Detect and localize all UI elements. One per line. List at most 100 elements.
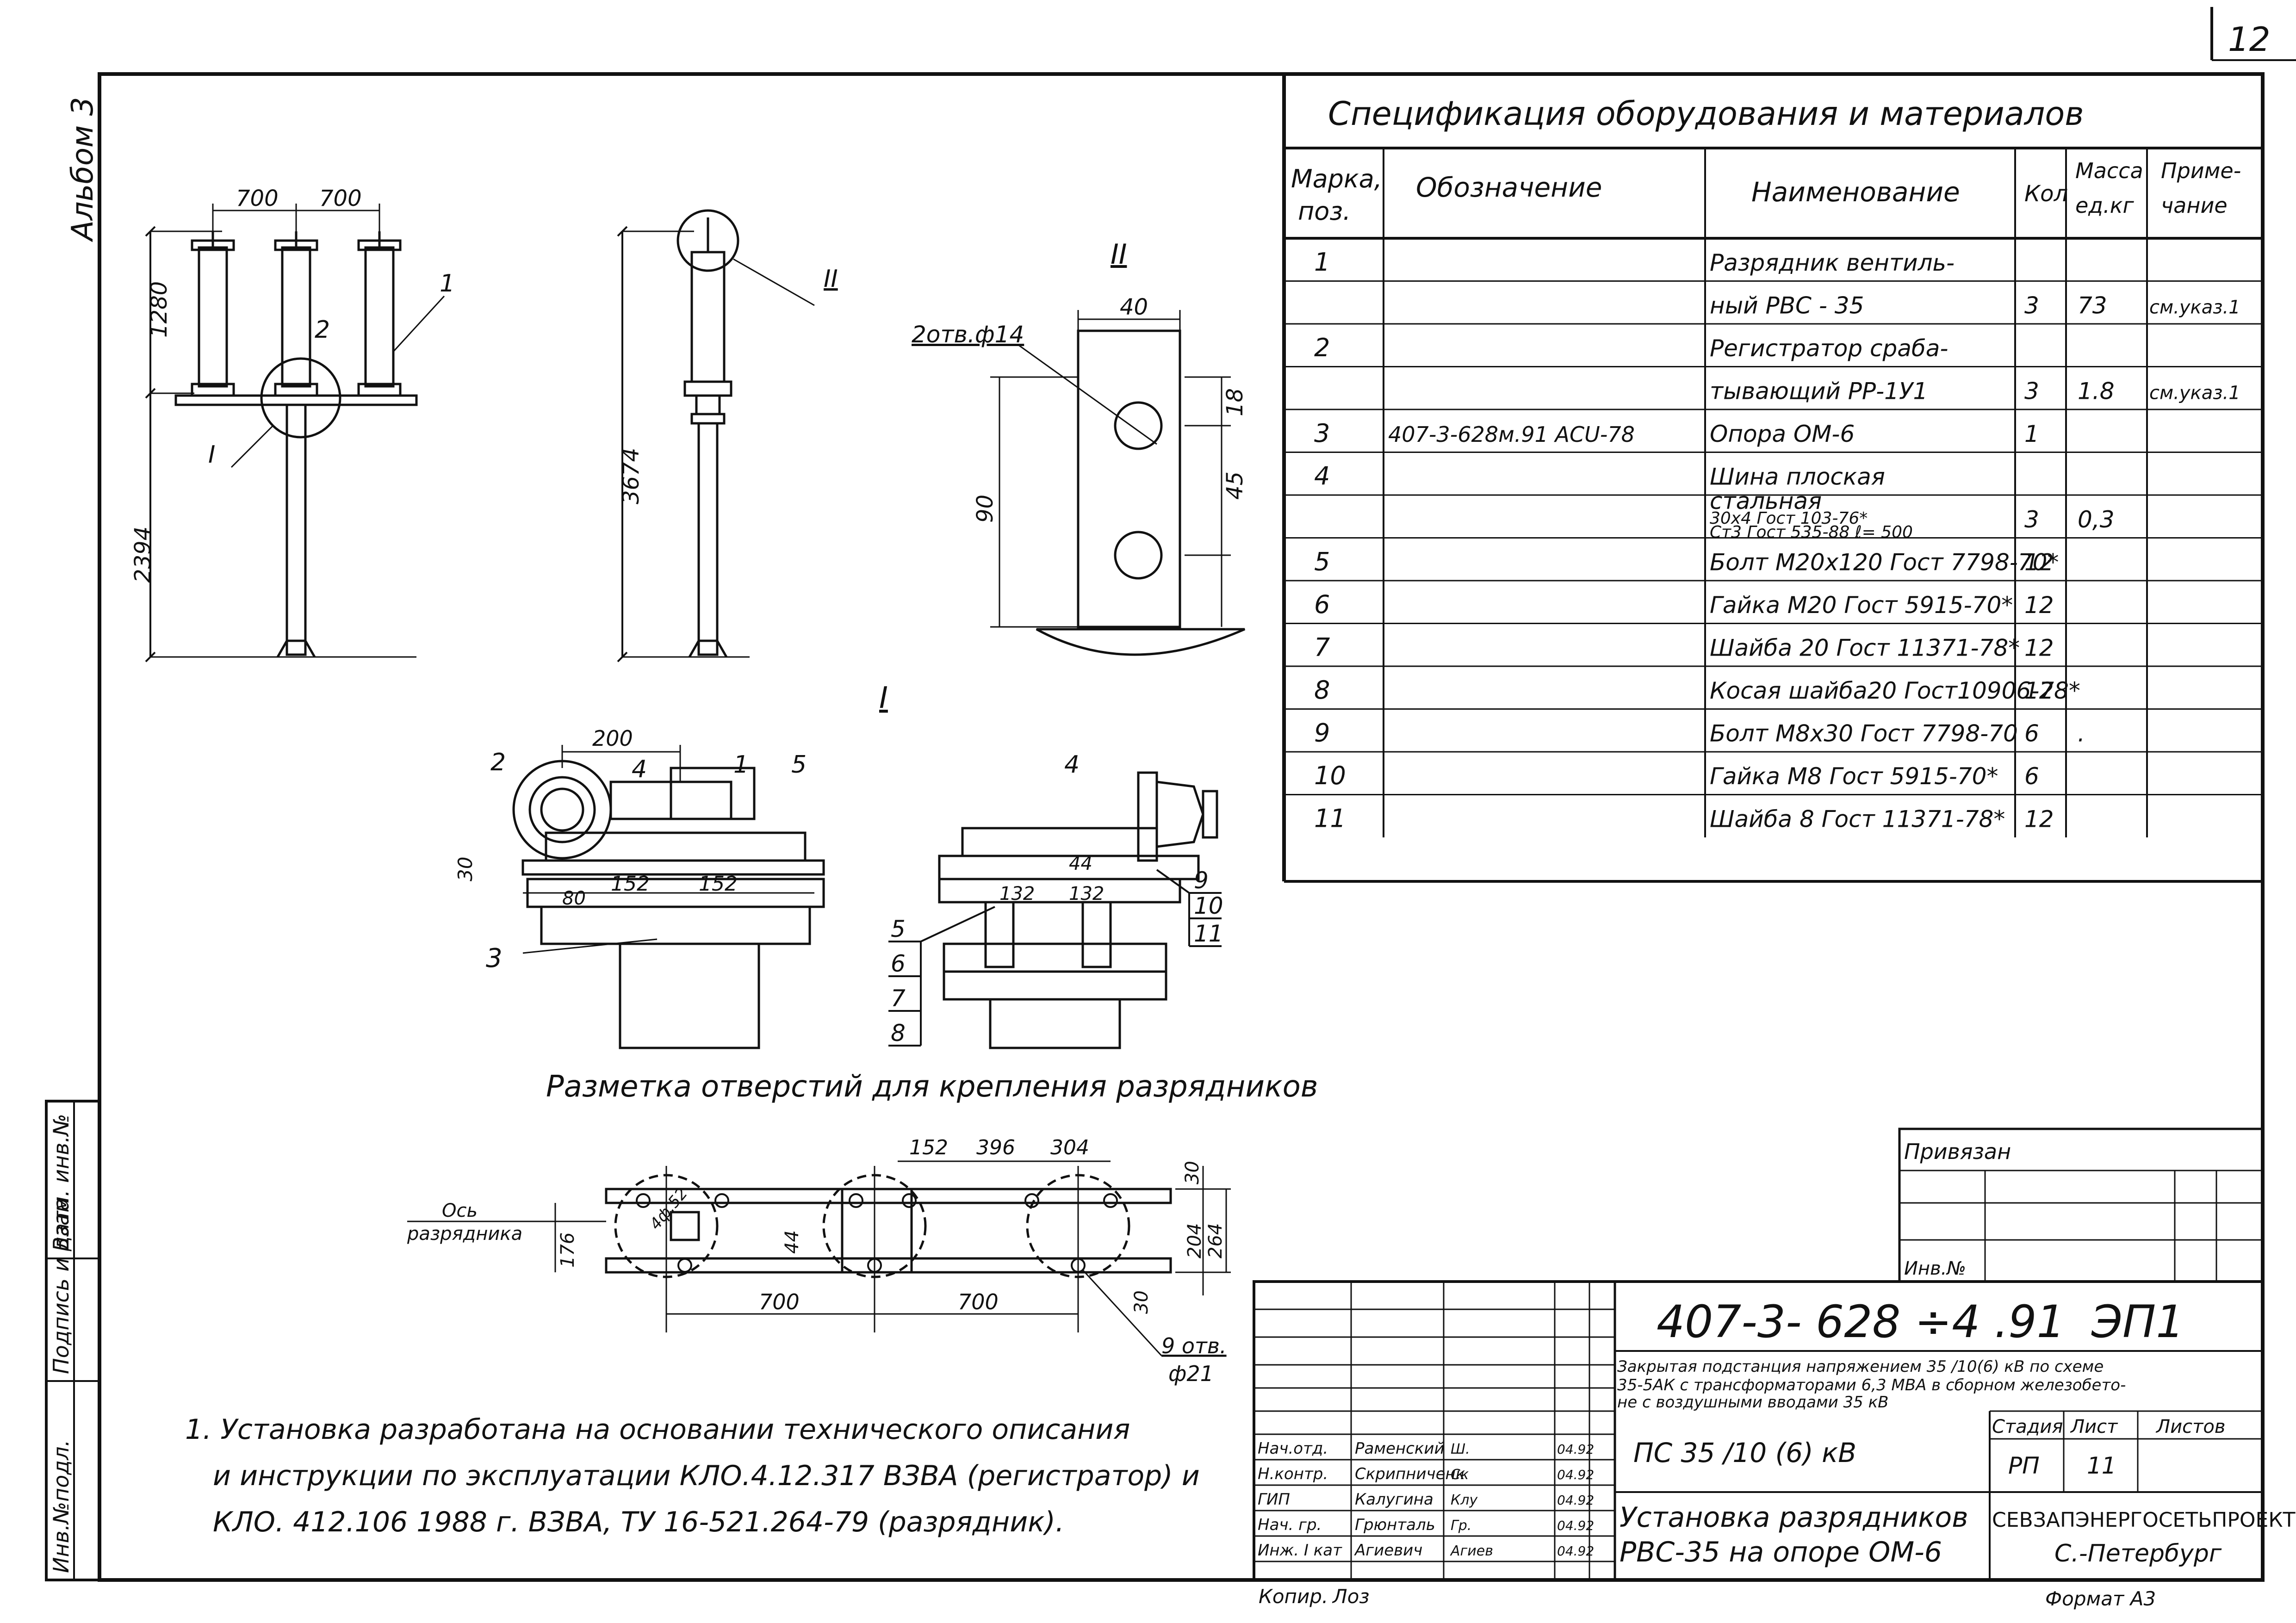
det-pos-5: 5 (791, 751, 807, 779)
spec-title: Спецификация оборудования и материалов (1328, 95, 2084, 133)
view-II-title: II (1111, 238, 1127, 271)
hole-layout-plan: Разметка отверстий для крепления разрядн… (407, 1070, 1318, 1386)
det-dim-30: 30 (454, 857, 477, 881)
spec-mark: 10 (1314, 761, 1346, 790)
org-line-1: СЕВЗАПЭНЕРГОСЕТЬПРОЕКТ (1992, 1508, 2296, 1532)
plate-dim-18: 18 (1222, 388, 1248, 416)
detail-I-title: I (879, 681, 888, 715)
project-line-3: не с воздушными вводами 35 кВ (1617, 1393, 1888, 1412)
staff-name: Скрипниченк (1355, 1465, 1465, 1483)
spec-name: Шайба 20 Гост 11371-78* (1710, 635, 2020, 662)
spec-designation: 407-3-628м.91 АСU-78 (1388, 422, 1635, 447)
spec-qty: 12 (2024, 549, 2054, 576)
spec-qty: 3 (2024, 506, 2039, 533)
dim-700-b: 700 (319, 186, 362, 211)
staff-date: 04.92 (1557, 1442, 1594, 1457)
staff-signature: Гр. (1451, 1518, 1471, 1534)
plate-dim-45: 45 (1222, 471, 1248, 500)
det-dim-80: 80 (562, 888, 586, 909)
detail-I: I 200 30 80 152 152 2 4 1 5 3 (454, 681, 1223, 1049)
binding-label: Привязан (1904, 1139, 2011, 1164)
spec-name: Шайба 8 Гост 11371-78* (1710, 806, 2005, 833)
det2-pos-6: 6 (891, 950, 906, 977)
stage-header: Стадия (1992, 1416, 2063, 1437)
view-II-plate: II 40 2отв.ф14 18 45 90 (912, 238, 1248, 656)
staff-signature: Ск (1451, 1467, 1469, 1483)
sheets-header: Листов (2155, 1416, 2225, 1437)
det2-pos-9: 9 (1194, 867, 1209, 894)
spec-qty: 12 (2024, 592, 2054, 619)
det2-pos-11: 11 (1194, 920, 1223, 947)
signature-date-label: Подпись и дата (49, 1198, 74, 1374)
det2-pos-7: 7 (891, 985, 906, 1012)
layout-dim-204: 204 (1184, 1223, 1205, 1258)
staff-signature: Ш. (1451, 1441, 1470, 1457)
project-line-2: 35-5АК с трансформаторами 6,3 МВА в сбор… (1617, 1376, 2126, 1394)
staff-date: 04.92 (1557, 1467, 1594, 1482)
staff-name: Калугина (1355, 1490, 1433, 1509)
note-line-1: 1. Установка разработана на основании те… (185, 1413, 1130, 1446)
staff-date: 04.92 (1557, 1543, 1594, 1559)
album-label: Альбом 3 (66, 97, 100, 242)
spec-name: тывающий РР-1У1 (1710, 378, 1928, 405)
sheet-header: Лист (2070, 1416, 2118, 1437)
det2-dim-132-a: 132 (999, 883, 1035, 904)
det2-pos-4: 4 (1064, 751, 1080, 779)
layout-dim-700-a: 700 (759, 1289, 800, 1314)
sheet-frame (98, 72, 2265, 1582)
staff-role: Инж. I кат (1258, 1541, 1342, 1560)
spec-mass: . (2078, 720, 2085, 747)
layout-dim-700-b: 700 (958, 1289, 999, 1314)
specification-table: Спецификация оборудования и материалов М… (1282, 74, 2263, 883)
hdr-qty: Кол (2024, 181, 2068, 207)
det-dim-152-a: 152 (611, 872, 650, 896)
spec-name: Косая шайба20 Гост10906-78* (1710, 677, 2080, 704)
layout-holes-1: 9 отв. (1161, 1333, 1227, 1358)
hdr-name: Наименование (1751, 176, 1960, 208)
gv-callout-I: I (208, 441, 215, 469)
substation-label: ПС 35 /10 (6) кВ (1633, 1437, 1856, 1468)
spec-mass: 1.8 (2078, 378, 2115, 405)
general-view: 1280 2394 700 700 1 2 I (130, 186, 455, 663)
spec-mass: 0,3 (2078, 506, 2115, 533)
hdr-mass-1: Масса (2075, 158, 2143, 183)
layout-dim-angle: 4ф.52 (646, 1184, 691, 1233)
title-block: 407-3- 628 ÷4 .91 ЭП1 Закрытая подстанци… (1253, 1280, 2296, 1581)
layout-dim-396: 396 (976, 1136, 1015, 1159)
spec-name: Опора ОМ-6 (1710, 421, 1855, 447)
hdr-mark-1: Марка, (1291, 164, 1382, 193)
plate-dim-90: 90 (972, 495, 998, 523)
spec-mark: 6 (1314, 590, 1330, 619)
layout-holes-2: ф21 (1168, 1361, 1214, 1386)
hdr-designation: Обозначение (1416, 172, 1602, 203)
spec-qty: 6 (2024, 763, 2039, 790)
spec-name: Болт М8х30 Гост 7798-70 (1710, 720, 2018, 747)
spec-name: Болт М20х120 Гост 7798-70* (1710, 549, 2059, 576)
dim-2394: 2394 (130, 527, 156, 583)
spec-name: Гайка М8 Гост 5915-70* (1710, 763, 1998, 790)
hdr-mark-2: поз. (1298, 197, 1351, 226)
hdr-mass-2: ед.кг (2075, 193, 2135, 218)
spec-name: Регистратор сраба- (1710, 335, 1948, 362)
layout-title: Разметка отверстий для крепления разрядн… (546, 1070, 1318, 1104)
spec-mark: 1 (1314, 248, 1330, 277)
det-pos-2: 2 (490, 749, 506, 776)
note-line-2: и инструкции по эксплуатации КЛО.4.12.31… (213, 1460, 1200, 1492)
plate-dim-40: 40 (1120, 294, 1148, 320)
copied-label: Копир. (1259, 1585, 1328, 1608)
det2-pos-8: 8 (891, 1020, 906, 1047)
sheet-value: 11 (2087, 1452, 2116, 1479)
spec-mark: 8 (1314, 675, 1330, 705)
spec-name-line3: Ст3 Гост 535-88 ℓ= 500 (1710, 523, 1913, 542)
spec-note: см.указ.1 (2149, 383, 2240, 404)
layout-dim-264: 264 (1205, 1223, 1226, 1258)
staff-role: Н.контр. (1258, 1465, 1328, 1483)
dim-700-a: 700 (236, 186, 279, 211)
spec-mark: 3 (1314, 419, 1330, 448)
side-stamp: Инв.№подл. Подпись и дата Взам. инв.№ (45, 1100, 101, 1581)
binding-block: Привязан Инв.№ (1898, 1127, 2264, 1283)
doc-section: ЭП1 (2091, 1296, 2184, 1348)
layout-dim-152: 152 (909, 1136, 948, 1159)
layout-dim-30-b: 30 (1131, 1290, 1152, 1314)
note-line-3: КЛО. 412.106 1988 г. ВЗВА, ТУ 16-521.264… (213, 1506, 1064, 1538)
